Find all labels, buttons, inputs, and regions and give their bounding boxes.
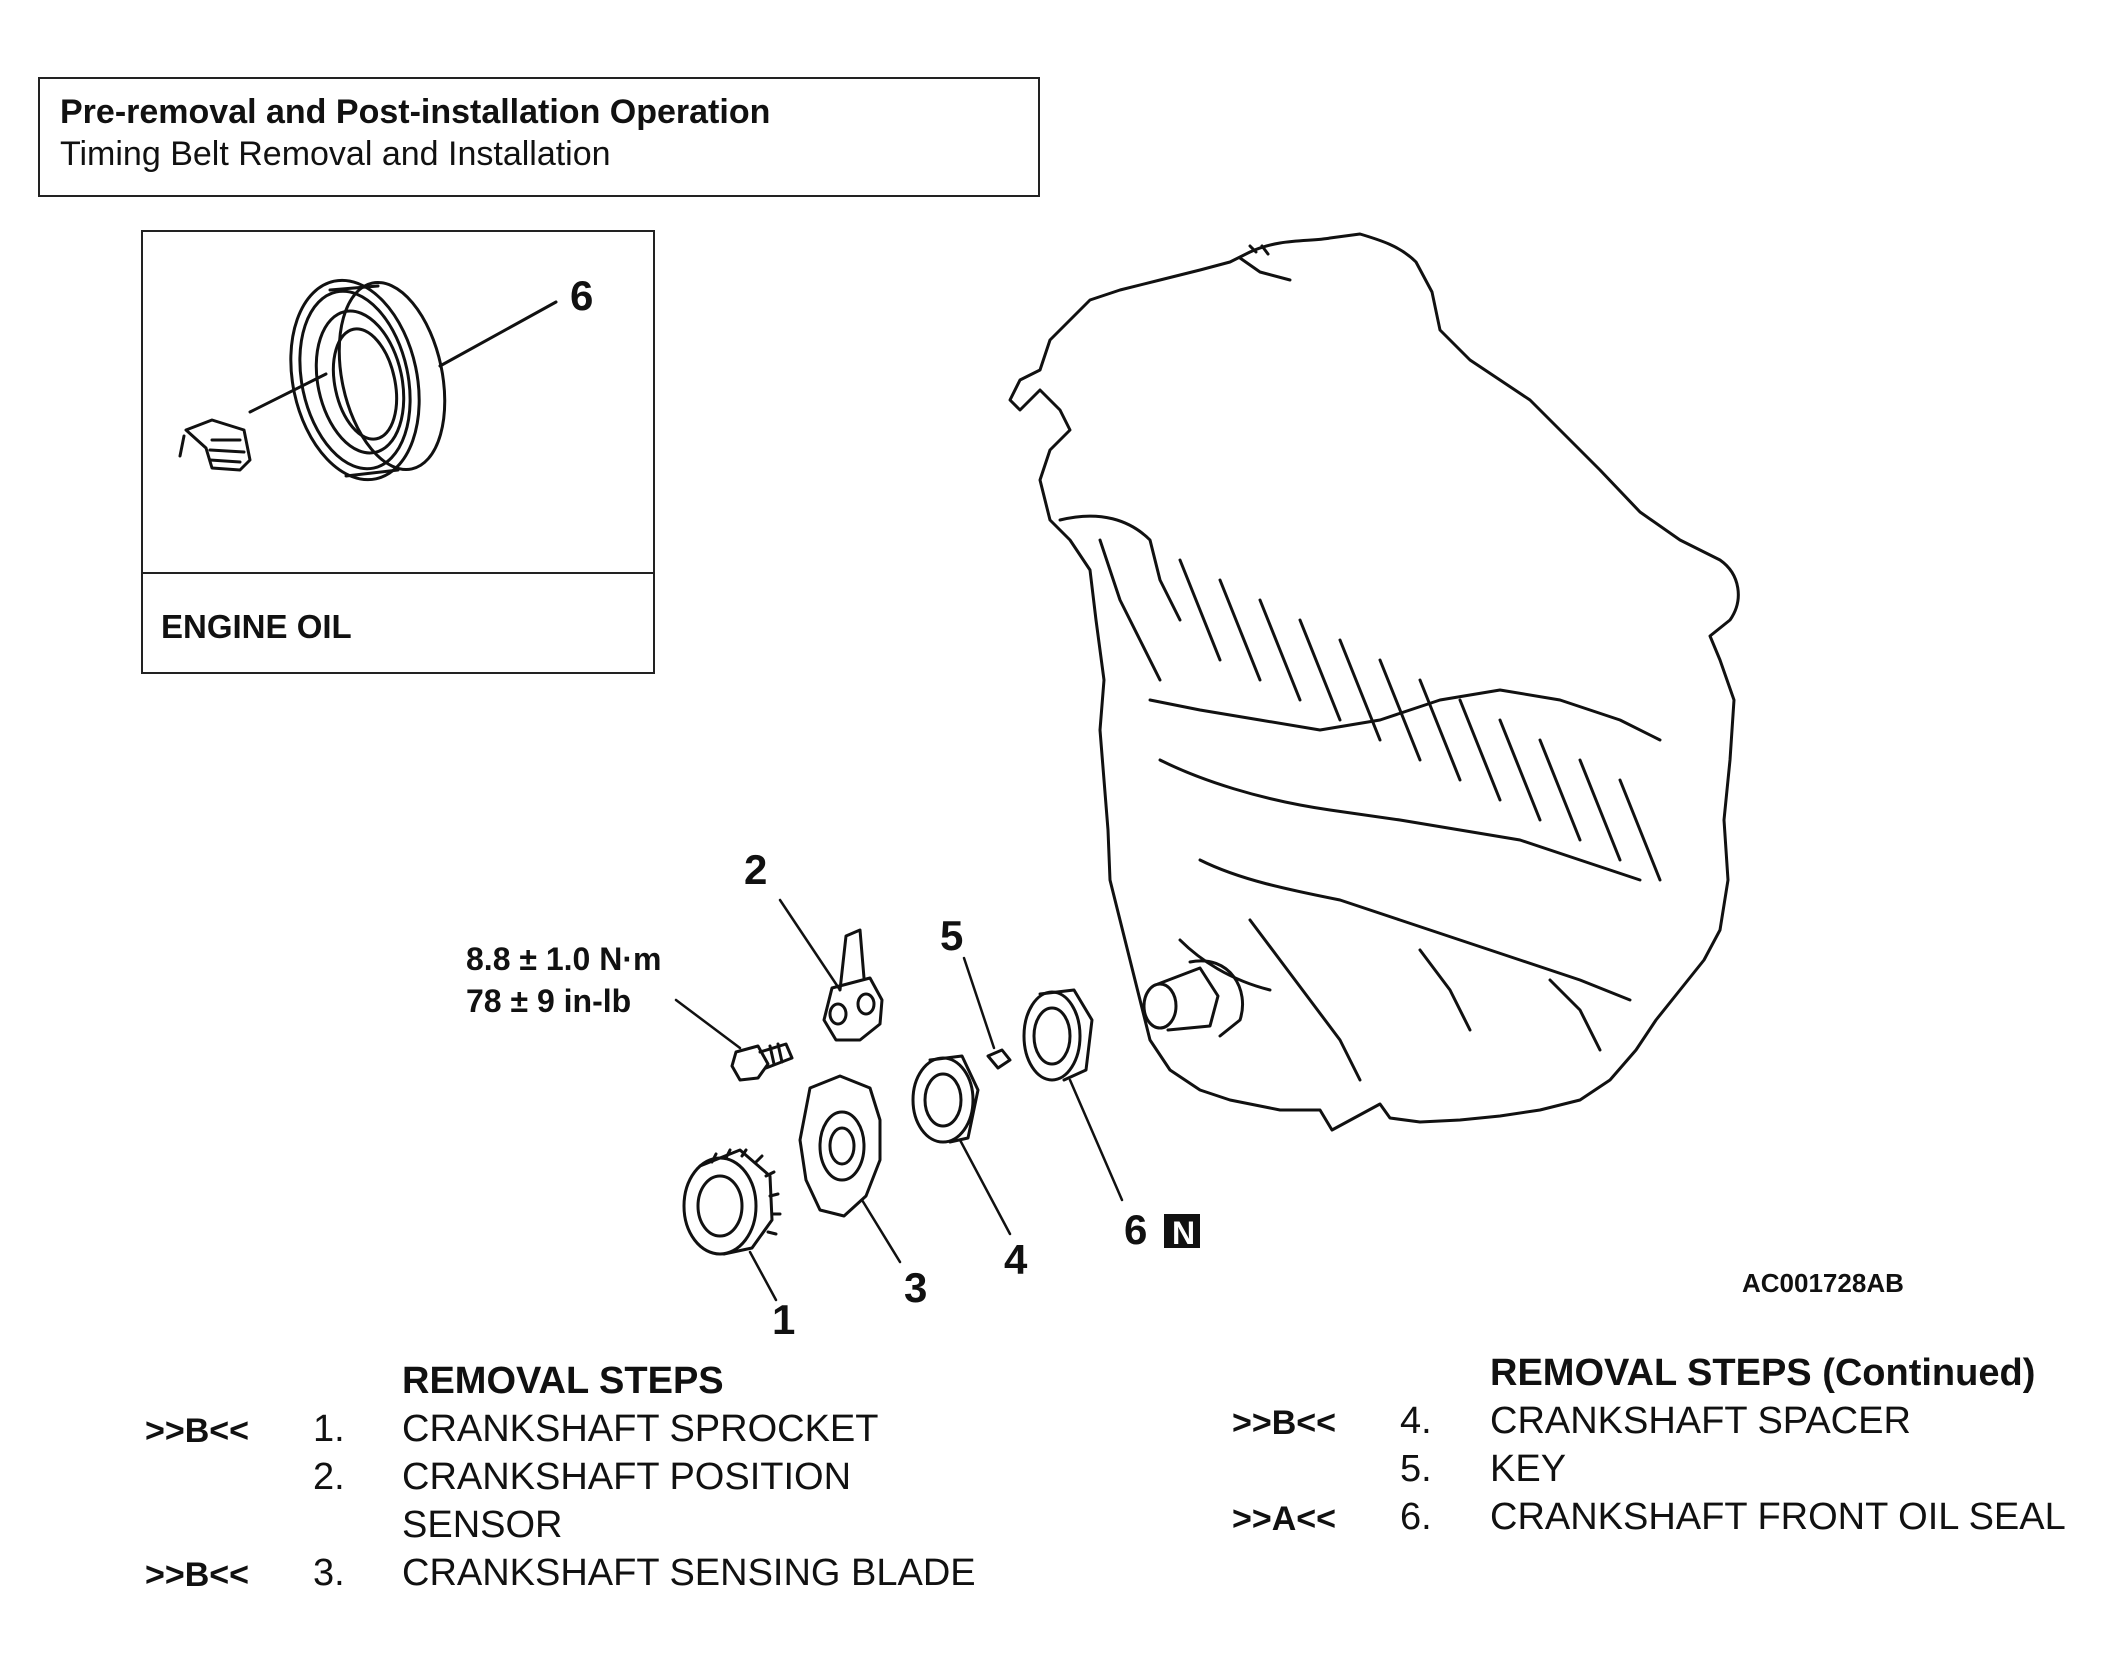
step-mark: >>B<< (145, 1556, 249, 1594)
new-part-badge: N (1172, 1215, 1195, 1251)
leader-lines (674, 898, 1124, 1302)
callout-1: 1 (772, 1296, 795, 1343)
operation-title: Pre-removal and Post-installation Operat… (60, 93, 771, 131)
engine-block-drawing (1008, 232, 1740, 1132)
step-text: KEY (1490, 1448, 1567, 1490)
step-text: CRANKSHAFT FRONT OIL SEAL (1490, 1496, 2066, 1538)
bolt-drawing (730, 1042, 794, 1082)
step-number: 5. (1400, 1448, 1432, 1490)
operation-subtitle: Timing Belt Removal and Installation (60, 135, 611, 173)
callout-4: 4 (1004, 1236, 1028, 1283)
step-text: CRANKSHAFT POSITION (402, 1456, 852, 1498)
engine-oil-inset: ENGINE OIL (141, 230, 655, 674)
step-text: CRANKSHAFT SPACER (1490, 1400, 1911, 1442)
step-number: 2. (313, 1456, 345, 1498)
callout-2: 2 (744, 846, 767, 893)
removal-steps-continued-title: REMOVAL STEPS (Continued) (1490, 1352, 2036, 1394)
removal-steps-title: REMOVAL STEPS (402, 1360, 724, 1402)
key-drawing (986, 1048, 1012, 1070)
callout-5: 5 (940, 912, 963, 959)
step-text-line-2: SENSOR (402, 1504, 563, 1546)
crankshaft-spacer-drawing (911, 1054, 980, 1144)
callout-6: 6 (1124, 1206, 1147, 1253)
crankshaft-nose-drawing (1142, 959, 1245, 1038)
step-mark: >>B<< (1232, 1404, 1336, 1442)
oil-can-icon (178, 418, 252, 472)
step-text: CRANKSHAFT SPROCKET (402, 1408, 879, 1450)
step-text: CRANKSHAFT SENSING BLADE (402, 1552, 976, 1594)
figure-code: AC001728AB (1742, 1268, 1904, 1298)
operation-box: Pre-removal and Post-installation Operat… (38, 77, 1040, 197)
step-number: 3. (313, 1552, 345, 1594)
new-part-badge-bg (1164, 1214, 1200, 1248)
inset-callout-6: 6 (570, 272, 593, 319)
step-mark: >>B<< (145, 1412, 249, 1450)
step-number: 1. (313, 1408, 345, 1450)
step-mark: >>A<< (1232, 1500, 1336, 1538)
crankshaft-front-oil-seal-drawing (1022, 988, 1094, 1082)
crankshaft-position-sensor-drawing (822, 928, 884, 1042)
inset-oil-seal-drawing (248, 278, 558, 482)
inset-divider (143, 572, 653, 574)
crankshaft-sensing-blade-drawing (798, 1074, 882, 1218)
inset-label: ENGINE OIL (161, 608, 352, 645)
step-number: 6. (1400, 1496, 1432, 1538)
torque-metric: 8.8 ± 1.0 N·m (466, 941, 661, 977)
step-number: 4. (1400, 1400, 1432, 1442)
torque-imperial: 78 ± 9 in-lb (466, 983, 631, 1019)
callout-3: 3 (904, 1264, 927, 1311)
crankshaft-sprocket-drawing (682, 1148, 782, 1256)
